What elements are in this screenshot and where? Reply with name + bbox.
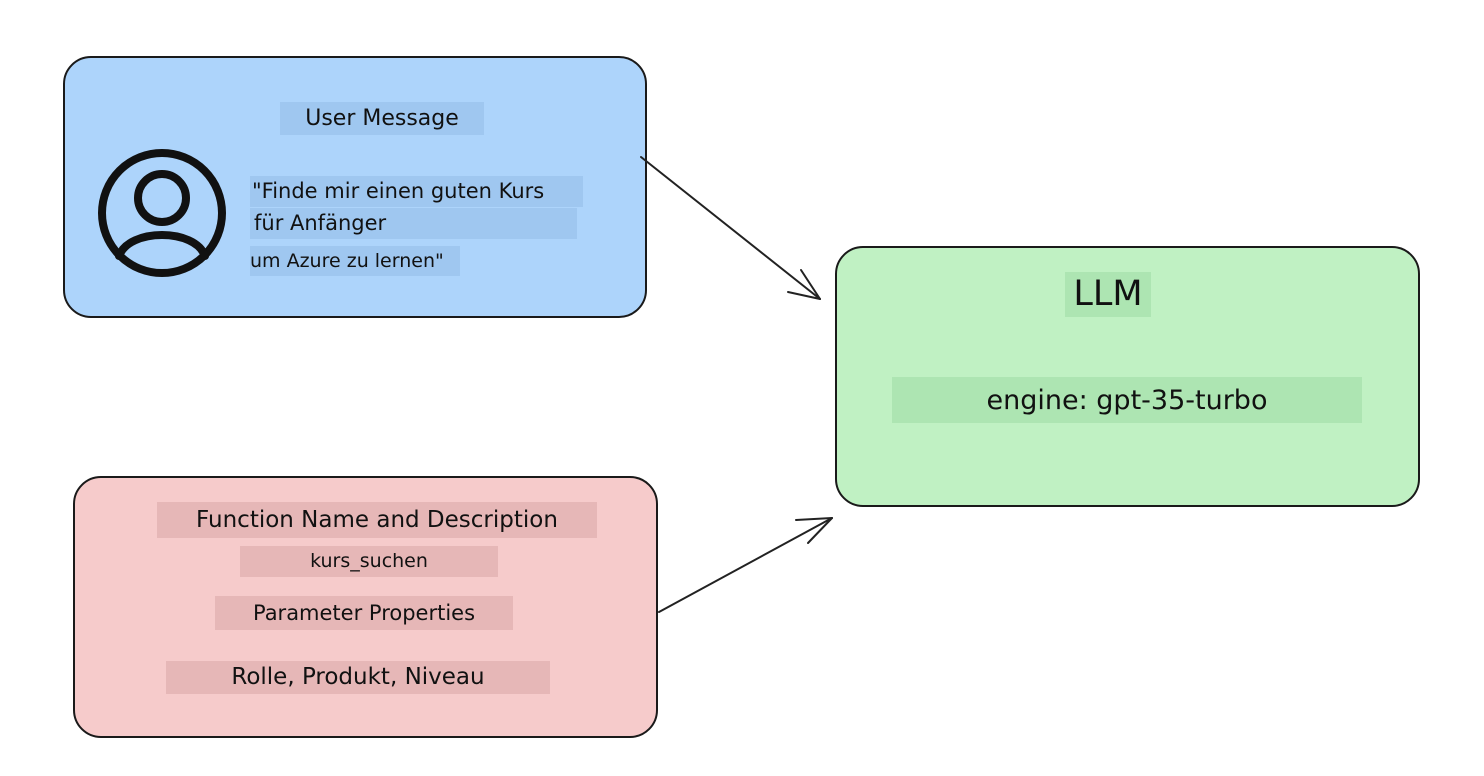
parameter-properties-list: Rolle, Produkt, Niveau — [166, 661, 550, 694]
arrow-user-to-llm — [640, 156, 821, 300]
llm-title: LLM — [1065, 272, 1151, 317]
function-box: Function Name and Description kurs_suche… — [73, 476, 658, 738]
user-message-title: User Message — [280, 102, 484, 135]
user-message-line-2: für Anfänger — [250, 208, 577, 239]
user-message-line-1: "Finde mir einen guten Kurs — [250, 176, 583, 207]
arrow-function-to-llm — [658, 517, 833, 613]
user-icon — [98, 149, 226, 277]
function-name: kurs_suchen — [240, 546, 498, 577]
llm-engine-label: engine: gpt-35-turbo — [892, 377, 1362, 423]
user-message-box: User Message "Finde mir einen guten Kurs… — [63, 56, 647, 318]
parameter-properties-title: Parameter Properties — [215, 596, 513, 630]
llm-box: LLM engine: gpt-35-turbo — [835, 246, 1420, 507]
user-message-line-3: um Azure zu lernen" — [250, 246, 460, 276]
function-title: Function Name and Description — [157, 502, 597, 538]
